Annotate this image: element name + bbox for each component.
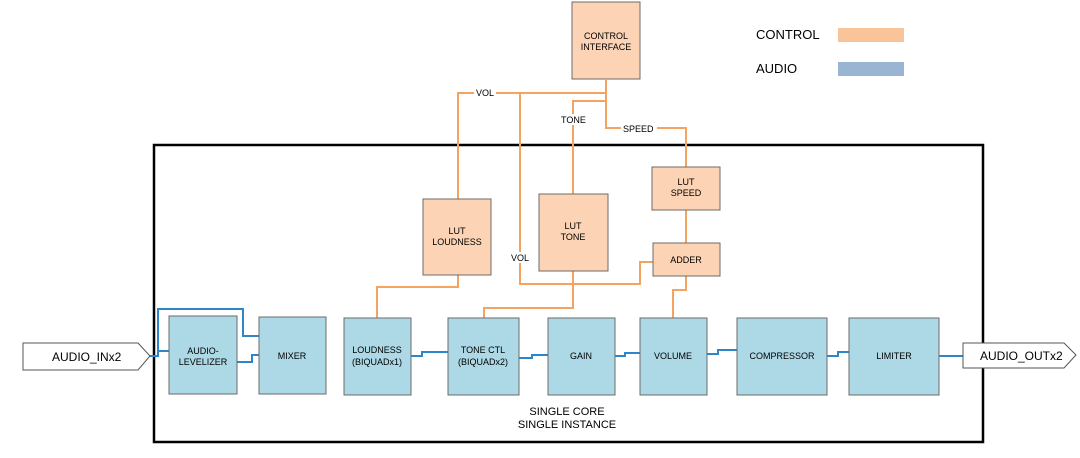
audio-input-label: AUDIO_INx2 [52, 350, 122, 364]
tone-ctl-label-line1: TONE CTL [461, 345, 505, 355]
core-caption: SINGLE CORE SINGLE INSTANCE [518, 406, 616, 431]
mixer-label: MIXER [278, 351, 307, 361]
signal-speed-label: SPEED [623, 124, 654, 134]
core-caption-line1: SINGLE CORE [529, 406, 604, 418]
audio-lines [150, 308, 963, 363]
volume-block: VOLUME [639, 317, 708, 396]
legend-audio-label: AUDIO [756, 61, 797, 76]
audio-output-label: AUDIO_OUTx2 [980, 349, 1063, 363]
audio-input-port: AUDIO_INx2 [22, 342, 151, 371]
compressor-label: COMPRESSOR [749, 351, 815, 361]
audio-levelizer-block: AUDIO- LEVELIZER [168, 315, 238, 395]
lut-speed-label-line1: LUT [677, 177, 695, 187]
limiter-label: LIMITER [876, 351, 912, 361]
control-interface-block: CONTROL INTERFACE [571, 1, 641, 80]
mixer-block: MIXER [258, 316, 327, 395]
lut-speed-label-line2: SPEED [671, 188, 702, 198]
legend-control-label: CONTROL [756, 27, 820, 42]
adder-label: ADDER [670, 255, 702, 265]
lut-loudness-block: LUT LOUDNESS [422, 198, 492, 276]
signal-vol-label: VOL [476, 88, 494, 98]
lut-tone-block: LUT TONE [538, 193, 609, 272]
signal-tone-label: TONE [561, 115, 586, 125]
lut-tone-label-line2: TONE [561, 232, 586, 242]
loudness-block: LOUDNESS (BIQUADx1) [343, 317, 412, 396]
compressor-block: COMPRESSOR [736, 317, 828, 396]
audio-levelizer-label-line2: LEVELIZER [179, 357, 228, 367]
audio-levelizer-label-line1: AUDIO- [187, 346, 219, 356]
lut-loudness-label-line1: LUT [448, 226, 466, 236]
single-core-frame [152, 143, 985, 444]
control-signal-labels: VOL TONE SPEED VOL [474, 87, 657, 263]
loudness-label-line1: LOUDNESS [352, 345, 402, 355]
legend: CONTROL AUDIO [756, 27, 904, 76]
lut-tone-label-line1: LUT [564, 221, 582, 231]
control-lines [376, 80, 687, 318]
core-caption-line2: SINGLE INSTANCE [518, 419, 616, 431]
tone-ctl-block: TONE CTL (BIQUADx2) [447, 317, 520, 396]
lut-loudness-label-line2: LOUDNESS [432, 237, 482, 247]
lut-speed-block: LUT SPEED [651, 166, 721, 211]
legend-audio-swatch [838, 62, 904, 76]
gain-label: GAIN [570, 351, 592, 361]
control-interface-label-line2: INTERFACE [581, 42, 632, 52]
audio-output-port: AUDIO_OUTx2 [962, 342, 1077, 369]
tone-ctl-label-line2: (BIQUADx2) [458, 357, 508, 367]
control-interface-label-line1: CONTROL [584, 31, 628, 41]
volume-label: VOLUME [654, 351, 692, 361]
legend-control-swatch [838, 28, 904, 42]
limiter-block: LIMITER [848, 317, 940, 396]
loudness-label-line2: (BIQUADx1) [352, 357, 402, 367]
signal-vol-label-2: VOL [511, 253, 529, 263]
adder-block: ADDER [652, 242, 721, 277]
gain-block: GAIN [547, 317, 616, 396]
